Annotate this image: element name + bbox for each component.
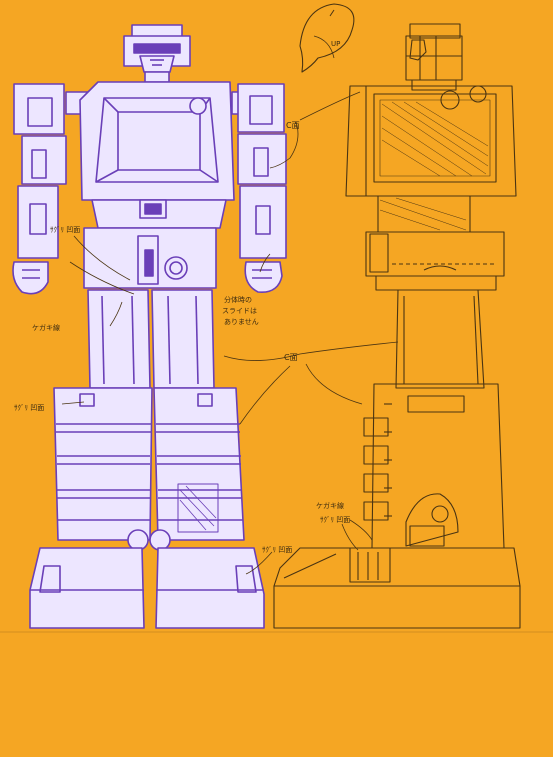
up-label: UP xyxy=(331,40,340,48)
robot-waist xyxy=(91,199,227,229)
side-abdomen xyxy=(377,195,471,233)
groove-recess-label-a: ｻｸﾞﾘ 凹面 xyxy=(50,226,80,234)
c-face-label-center: C面 xyxy=(284,353,298,362)
groove-recess-label-b: ｻｸﾞﾘ 凹面 xyxy=(14,404,44,412)
slide-note-line-3: ありません xyxy=(224,318,259,326)
side-head xyxy=(405,23,463,91)
side-view-robot xyxy=(273,3,521,629)
robot-left-leg xyxy=(53,289,153,551)
robot-hips xyxy=(83,227,217,289)
scribe-line-label-b: ケガキ線 xyxy=(316,501,344,510)
c-face-label-upper: C面 xyxy=(286,121,300,130)
robot-right-leg xyxy=(149,289,245,551)
robot-left-arm xyxy=(12,83,67,295)
groove-recess-label-c: ｻｸﾞﾘ 凹面 xyxy=(262,546,292,554)
slide-note-line-1: 分体時の xyxy=(224,295,252,304)
side-torso xyxy=(345,85,517,197)
groove-recess-label-d: ｻｸﾞﾘ 凹面 xyxy=(320,516,350,524)
robot-right-arm xyxy=(237,83,287,293)
side-foot xyxy=(273,547,521,629)
robot-feet xyxy=(29,547,265,629)
slide-note-line-2: スライドは xyxy=(222,307,257,315)
speech-bubble-sketch xyxy=(299,3,355,73)
robot-chest xyxy=(79,81,235,201)
scribe-line-label-a: ケガキ線 xyxy=(32,323,60,332)
front-view-robot xyxy=(12,24,287,629)
annotations: C面 C面 UP ｻｸﾞﾘ 凹面 ｻｸﾞﾘ 凹面 ｻｸﾞﾘ 凹面 ｻｸﾞﾘ 凹面… xyxy=(14,40,350,554)
robot-head xyxy=(123,24,191,83)
annotation-leaders xyxy=(61,35,399,575)
side-thigh xyxy=(395,289,485,389)
